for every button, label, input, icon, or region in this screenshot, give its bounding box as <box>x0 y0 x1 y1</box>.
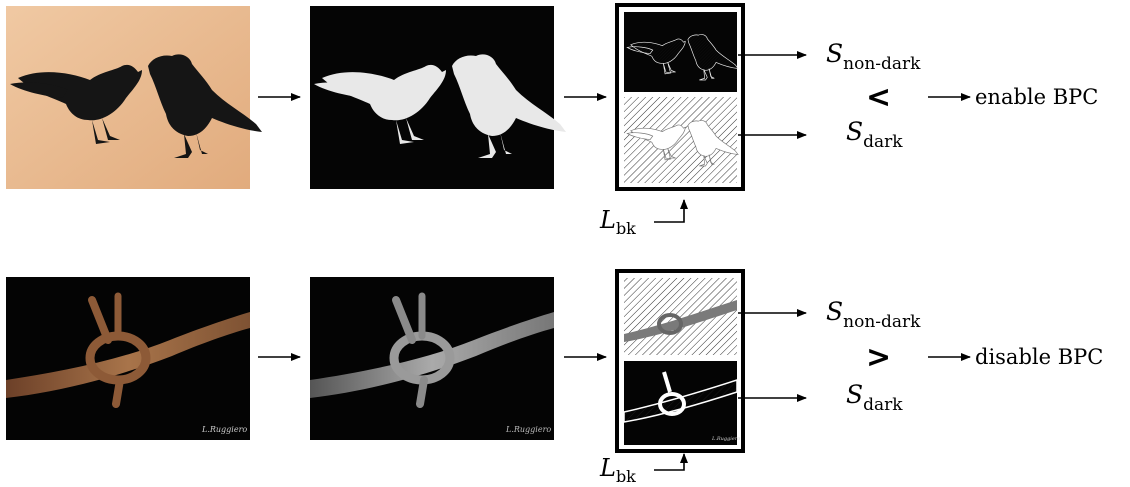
row1-non-dark-mask <box>624 12 738 92</box>
row1-threshold-arrow <box>654 200 684 222</box>
row2-inverted-watermark: L.Ruggiero <box>505 425 551 434</box>
row2-score-dark: Sdark <box>846 380 903 415</box>
row2-mask-watermark: L.Ruggiero <box>711 436 740 442</box>
row2-score-non-dark: Snon-dark <box>826 297 921 332</box>
row1-split-box <box>617 5 743 189</box>
row1-decision: enable BPC <box>975 85 1098 109</box>
row1-threshold: Lbk <box>599 206 636 238</box>
row2-decision: disable BPC <box>975 345 1103 369</box>
row2-original-image: L.Ruggiero <box>6 277 250 440</box>
row2-original-watermark: L.Ruggiero <box>201 425 247 434</box>
row1-inverted-image <box>310 6 566 189</box>
row2-split-box: L.Ruggiero <box>617 271 743 451</box>
row1-score-dark: Sdark <box>846 117 903 152</box>
row2-threshold-arrow <box>654 454 684 470</box>
row2-threshold: Lbk <box>599 454 636 486</box>
row2-inverted-image: L.Ruggiero <box>310 277 554 440</box>
row2-comparison: > <box>866 340 891 375</box>
row1-comparison: < <box>866 80 891 115</box>
row2-non-dark-mask <box>624 278 737 355</box>
row1-original-image <box>6 6 262 189</box>
row1-dark-mask <box>624 97 738 183</box>
row2-dark-mask: L.Ruggiero <box>624 361 740 445</box>
row1-score-non-dark: Snon-dark <box>826 39 921 74</box>
